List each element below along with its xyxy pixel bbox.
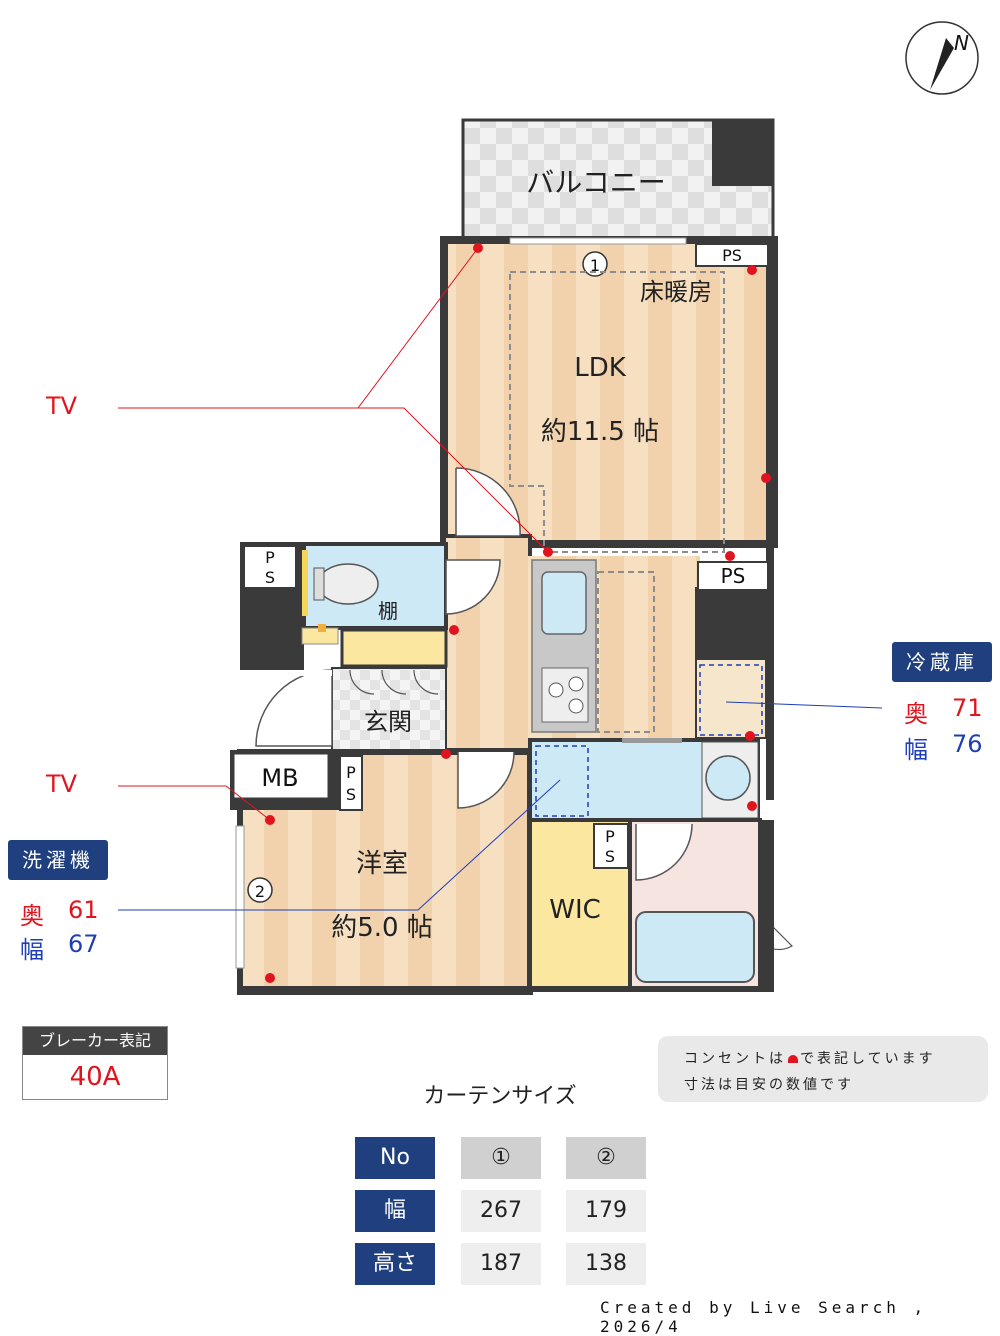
front-door: [255, 669, 333, 747]
window-2-number: 2: [255, 882, 265, 901]
svg-text:P: P: [346, 763, 356, 782]
window-2: [235, 825, 245, 969]
curtain-width-2: 179: [566, 1190, 646, 1232]
floor-heating-zone-2: [597, 571, 655, 733]
entrance: [331, 667, 447, 751]
curtain-header-2: ②: [566, 1137, 646, 1179]
curtain-title: カーテンサイズ: [423, 1084, 577, 1109]
svg-text:S: S: [346, 785, 356, 804]
window-2-marker: [247, 877, 273, 903]
curtain-row-width-label: 幅: [355, 1190, 435, 1232]
curtain-width-1: 267: [461, 1190, 541, 1232]
fridge-leader: [725, 701, 883, 709]
svg-text:P: P: [605, 827, 615, 846]
ps-ldk-label: PS: [721, 564, 746, 588]
ps-wic: [593, 823, 629, 869]
balcony-wall: [712, 120, 774, 186]
ps-toilet-p: P: [265, 548, 275, 567]
breaker-title: ブレーカー表記: [23, 1027, 167, 1055]
fridge-depth-label: 奥: [904, 700, 928, 728]
fridge-depth: 71: [952, 694, 983, 722]
svg-text:MB: MB: [261, 764, 298, 792]
note-line1-pre: コンセントは: [684, 1051, 786, 1067]
note-line1-post: で表記しています: [800, 1051, 936, 1067]
breaker-value: 40A: [69, 1062, 121, 1092]
ps-shaft-ldk: [696, 588, 766, 660]
ps-toilet: [243, 545, 297, 589]
western-label: 洋室: [356, 849, 408, 879]
window-1: [509, 237, 687, 245]
fridge-width-label: 幅: [904, 736, 928, 764]
ps-toilet-s: S: [265, 568, 275, 587]
washer-width: 67: [68, 930, 99, 958]
washer-leader: [118, 779, 561, 911]
toilet-door: [445, 559, 501, 615]
basin-icon: [705, 755, 751, 801]
toilet-icon: [317, 563, 379, 605]
stove-icon: [541, 667, 589, 723]
compass-needle-icon: [930, 38, 954, 90]
ps-ldk: [697, 561, 769, 591]
breaker-box: ブレーカー表記 40A: [22, 1026, 168, 1100]
curtain-row-height-label: 高さ: [355, 1243, 435, 1285]
entrance-label: 玄関: [364, 708, 412, 736]
credit-text: Created by Live Search , 2026/4: [600, 1298, 928, 1336]
bathtub-icon: [635, 911, 755, 983]
fridge-outline: [699, 664, 763, 736]
wic-label: WIC: [549, 895, 601, 925]
note-box: コンセントはで表記しています 寸法は目安の数値です: [658, 1036, 988, 1102]
floor-heating-label: 床暖房: [640, 278, 712, 306]
fridge-tag: 冷蔵庫: [892, 642, 992, 682]
tv-label-western: TV: [46, 770, 78, 798]
toilet-shelf-strip: [302, 550, 308, 616]
tv-leader-1a: [118, 247, 479, 409]
washer-depth-label: 奥: [20, 902, 44, 930]
washer-tag: 洗濯機: [8, 840, 108, 880]
svg-text:S: S: [605, 847, 615, 866]
tv-leader-1b: [358, 407, 549, 553]
shoe-cabinet: [340, 628, 448, 668]
curtain-header-1: ①: [461, 1137, 541, 1179]
tv-leader-2: [118, 785, 271, 821]
window-1-marker: [582, 251, 608, 277]
bath-door: [635, 823, 693, 881]
ldk-label: LDK: [574, 353, 627, 383]
curtain-header-no: No: [355, 1137, 435, 1179]
ldk-size: 約11.5 帖: [541, 417, 659, 447]
western-size: 約5.0 帖: [331, 913, 433, 943]
western-door: [457, 751, 515, 809]
window-1-number: 1: [590, 256, 600, 275]
compass-letter: N: [954, 31, 969, 55]
floor-plan: バルコニー 1 PS 床暖房 LDK 約11.5 帖 PS P S 棚 玄関: [118, 118, 883, 995]
east-wall: [766, 240, 774, 800]
ps-top-label: PS: [722, 246, 742, 265]
tv-label-ldk: TV: [46, 392, 78, 420]
curtain-height-2: 138: [566, 1243, 646, 1285]
outlet-icon: [788, 1055, 798, 1063]
washer-outline: [535, 745, 589, 817]
balcony-label: バルコニー: [526, 166, 665, 199]
washer-depth: 61: [68, 896, 99, 924]
ldk-door: [455, 467, 521, 537]
washer-width-label: 幅: [20, 936, 44, 964]
shelf-label: 棚: [378, 599, 398, 623]
sink-icon: [541, 571, 587, 635]
fridge-width: 76: [952, 730, 983, 758]
note-line2: 寸法は目安の数値です: [684, 1077, 854, 1093]
compass: N: [905, 21, 979, 95]
curtain-height-1: 187: [461, 1243, 541, 1285]
ps-top: [695, 243, 769, 267]
